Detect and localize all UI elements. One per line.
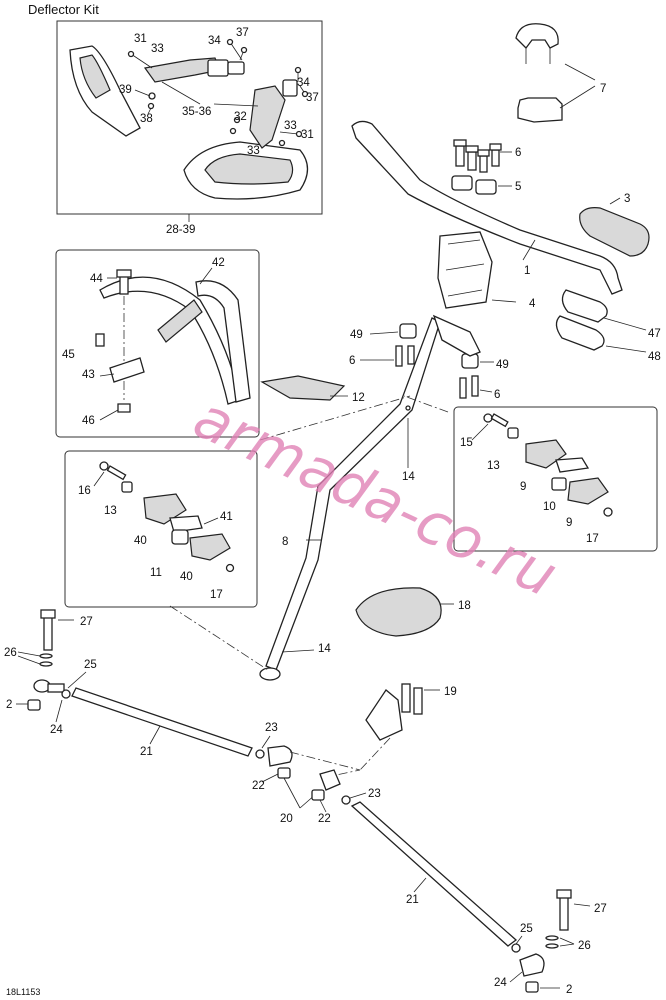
tie-rod-left — [71, 687, 253, 757]
callout-19: 19 — [444, 686, 457, 698]
handle-tube — [99, 276, 241, 405]
callout-5: 5 — [515, 181, 521, 193]
callout-22a: 22 — [252, 780, 265, 792]
callout-26b: 26 — [578, 940, 591, 952]
callout-33: 33 — [151, 43, 164, 55]
deflector-kit-panel: Deflector Kit 28-39 31 33 34 — [28, 2, 323, 236]
steering-column: 8 14 14 18 — [169, 314, 481, 681]
cover-plate — [260, 375, 346, 401]
callout-40b: 40 — [180, 571, 193, 583]
callout-2b: 2 — [566, 984, 572, 996]
callout-14: 14 — [402, 471, 415, 483]
callout-21b: 21 — [406, 894, 419, 906]
callout-32: 32 — [234, 111, 247, 123]
callout-6: 6 — [515, 147, 521, 159]
callout-2a: 2 — [6, 699, 12, 711]
callout-27b: 27 — [594, 903, 607, 915]
callout-31b: 31 — [301, 129, 314, 141]
callout-12: 12 — [352, 392, 365, 404]
callout-34b: 34 — [297, 77, 310, 89]
handlebar-assembly: 7 1 3 6 5 4 47 48 49 — [260, 23, 661, 404]
watermark: armada-co.ru — [184, 383, 567, 610]
callout-41: 41 — [220, 511, 233, 523]
callout-17a: 17 — [586, 533, 599, 545]
callout-9b: 9 — [566, 517, 572, 529]
pad-upper — [515, 23, 559, 49]
callout-24b: 24 — [494, 977, 507, 989]
callout-9a: 9 — [520, 481, 526, 493]
handlebar — [351, 120, 623, 295]
bracket-lower — [249, 85, 286, 149]
callout-45: 45 — [62, 349, 75, 361]
callout-20: 20 — [280, 813, 293, 825]
callout-48: 48 — [648, 351, 661, 363]
callout-11: 11 — [150, 567, 162, 579]
callout-23b: 23 — [368, 788, 381, 800]
end-cap-47 — [561, 289, 608, 323]
callout-25b: 25 — [520, 923, 533, 935]
callout-24a: 24 — [50, 724, 63, 736]
drawing-reference: 18L1153 — [6, 987, 40, 997]
callout-37b: 37 — [306, 92, 319, 104]
callout-23a: 23 — [265, 722, 278, 734]
callout-13a: 13 — [487, 460, 500, 472]
callout-33c: 33 — [284, 120, 297, 132]
callout-49: 49 — [350, 329, 363, 341]
callout-16: 16 — [78, 485, 91, 497]
kit-range-label: 28-39 — [166, 224, 195, 236]
callout-35-36: 35-36 — [182, 106, 211, 118]
callout-38: 38 — [140, 113, 153, 125]
callout-10: 10 — [543, 501, 556, 513]
callout-40a: 40 — [134, 535, 147, 547]
callout-31: 31 — [134, 33, 147, 45]
callout-44: 44 — [90, 273, 103, 285]
callout-17b: 17 — [210, 589, 223, 601]
callout-26: 26 — [4, 647, 17, 659]
callout-6b: 6 — [349, 355, 355, 367]
kit-frame — [56, 20, 323, 215]
callout-43: 43 — [82, 369, 95, 381]
riser-block — [437, 231, 493, 309]
callout-7: 7 — [600, 83, 606, 95]
callout-8: 8 — [282, 536, 288, 548]
grip — [579, 207, 650, 257]
callout-14b: 14 — [318, 643, 331, 655]
pitman-arm — [365, 689, 403, 741]
callout-1: 1 — [524, 265, 530, 277]
callout-3: 3 — [624, 193, 630, 205]
callout-49b: 49 — [496, 359, 509, 371]
tie-rod-right — [350, 801, 518, 947]
callout-37: 37 — [236, 27, 249, 39]
callout-27: 27 — [80, 616, 93, 628]
callout-13b: 13 — [104, 505, 117, 517]
callout-21a: 21 — [140, 746, 153, 758]
clamp-panel-right: 15 13 9 10 9 17 — [453, 406, 658, 552]
callout-34: 34 — [208, 35, 221, 47]
clamp-panel-left: 16 13 41 40 11 40 17 — [64, 450, 258, 608]
callout-46: 46 — [82, 415, 95, 427]
handle-bar — [195, 280, 251, 403]
callout-47: 47 — [648, 328, 661, 340]
end-cap-48 — [555, 315, 605, 351]
kit-title: Deflector Kit — [28, 2, 99, 17]
callout-4: 4 — [529, 298, 536, 310]
tie-rod-assembly: 27 26 25 2 24 21 23 22 20 19 — [4, 609, 607, 996]
callout-25: 25 — [84, 659, 97, 671]
callout-15: 15 — [460, 437, 473, 449]
handle-panel: 42 44 45 43 46 — [55, 249, 260, 438]
steering-boot — [355, 587, 442, 637]
callout-22b: 22 — [318, 813, 331, 825]
pad-lower — [517, 97, 563, 123]
callout-18: 18 — [458, 600, 471, 612]
callout-42: 42 — [212, 257, 225, 269]
callout-6c: 6 — [494, 389, 500, 401]
callout-39: 39 — [119, 84, 132, 96]
callout-33b: 33 — [247, 145, 260, 157]
